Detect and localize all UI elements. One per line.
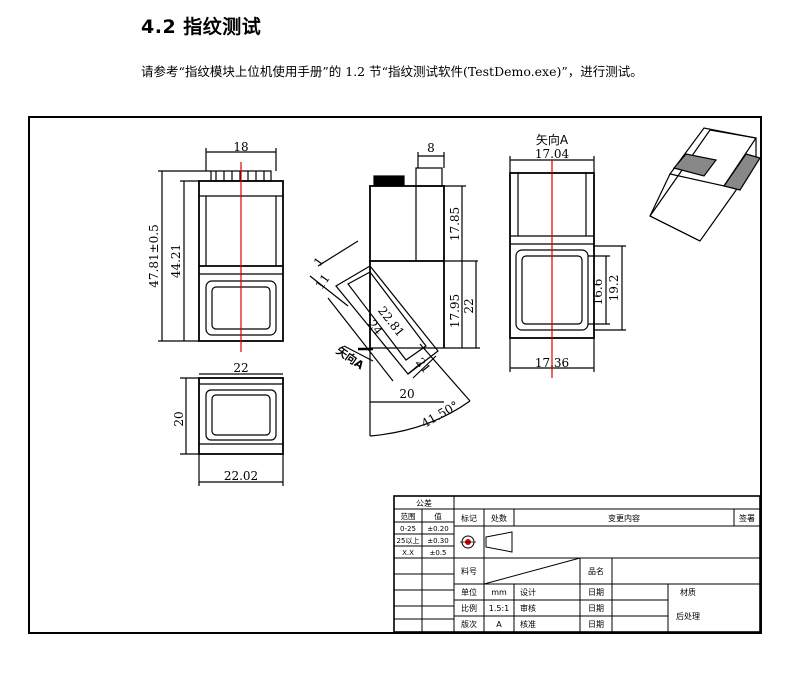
tb-change: 变更内容	[608, 513, 640, 523]
tb-date-2: 日期	[588, 604, 604, 613]
dim-bottom-height: 20	[172, 411, 186, 426]
dim-front-height-total: 47.81±0.5	[147, 224, 161, 288]
tb-tol-value-1: ±0.20	[427, 525, 448, 533]
dim-view-a-top: 17.04	[535, 147, 570, 161]
title-block	[393, 495, 761, 633]
tb-material-no: 料号	[461, 566, 477, 576]
tb-unit-label: 单位	[461, 587, 477, 597]
dim-side-small-1: 1	[311, 255, 327, 269]
dim-front-width: 18	[233, 140, 248, 154]
dim-front-height-body: 44.21	[169, 244, 183, 278]
tb-material-type: 材质	[680, 587, 696, 597]
dim-side-right: 22	[462, 298, 476, 313]
tb-review: 审核	[520, 603, 536, 613]
tb-design: 设计	[520, 587, 536, 597]
tb-product: 品名	[588, 566, 604, 576]
dim-side-lower: 17.95	[448, 294, 462, 328]
dim-view-a-h1: 16.6	[591, 279, 605, 306]
section-heading: 4.2 指纹测试	[141, 16, 262, 38]
tb-tol-col-range: 范围	[401, 511, 416, 521]
tb-tol-value-3: ±0.5	[430, 549, 447, 557]
dim-side-offset: 8	[427, 141, 435, 155]
tb-scale-label: 比例	[461, 603, 477, 613]
tb-approve: 核准	[520, 619, 536, 629]
view-a	[509, 156, 626, 372]
tb-sign: 签署	[739, 513, 755, 523]
projection-symbol	[460, 531, 513, 553]
tb-tol-range-2: 25以上	[397, 536, 420, 545]
tb-tol-value-2: ±0.30	[427, 537, 448, 545]
tb-mark: 标记	[461, 513, 477, 523]
tb-post-process: 后处理	[676, 611, 700, 621]
tb-count: 处数	[491, 513, 507, 523]
dim-side-base: 20	[399, 387, 414, 401]
dim-view-a-bottom: 17.36	[535, 356, 569, 370]
instruction-text: 请参考“指纹模块上位机使用手册”的 1.2 节“指纹测试软件(TestDemo.…	[141, 64, 643, 79]
tb-unit-value: mm	[491, 588, 507, 597]
tb-tol-range-1: 0-25	[400, 525, 416, 533]
tb-tolerance-header: 公差	[416, 498, 432, 508]
tb-scale-value: 1.5:1	[489, 604, 510, 613]
dim-side-diag-3: 21	[413, 355, 433, 376]
tb-version-label: 版次	[461, 619, 477, 629]
dim-view-a-h2: 19.2	[607, 275, 621, 302]
dim-side-small-2: 11	[313, 271, 333, 292]
dim-bottom-width: 22	[233, 361, 248, 375]
dim-bottom-width-2: 22.02	[224, 469, 258, 483]
side-view	[309, 152, 480, 437]
view-a-label: 矢向A	[536, 132, 569, 147]
tb-tol-range-3: X.X	[402, 549, 414, 557]
bottom-view	[180, 373, 284, 486]
side-view-arrow-label: 矢向A	[334, 343, 367, 372]
dim-side-upper: 17.85	[448, 207, 462, 241]
tb-date-1: 日期	[588, 588, 604, 597]
engineering-drawing: 18 47.81±0.5 44.21 22 20 22.02	[28, 116, 762, 634]
tb-tol-col-value: 值	[434, 511, 442, 521]
dim-side-angle: 41.50°	[419, 398, 461, 430]
isometric-view	[649, 127, 761, 242]
drawing-frame	[28, 116, 762, 634]
tb-date-3: 日期	[588, 620, 604, 629]
tb-version-value: A	[496, 620, 502, 629]
